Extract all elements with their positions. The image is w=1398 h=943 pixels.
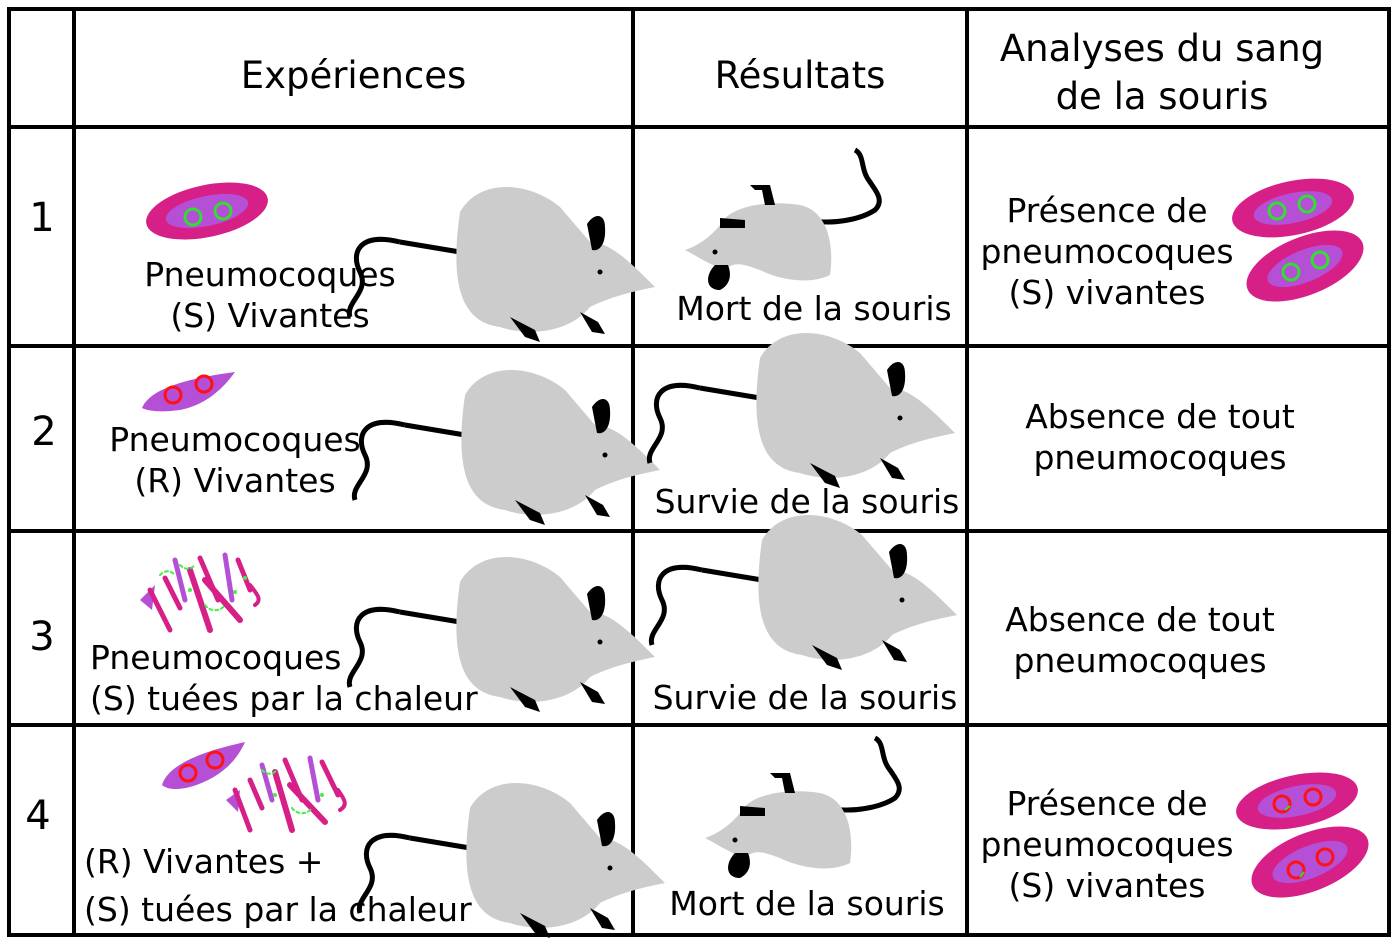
row3-result: Survie de la souris bbox=[652, 678, 958, 717]
row2-analysis-line2: pneumocoques bbox=[1033, 438, 1287, 477]
row-number-2: 2 bbox=[31, 409, 57, 455]
row4-experience-line2: (S) tuées par la chaleur bbox=[84, 890, 472, 929]
row3-analysis-line1: Absence de tout bbox=[1005, 600, 1275, 639]
row4-analysis-line3: (S) vivantes bbox=[1008, 866, 1206, 905]
row3-analysis-line2: pneumocoques bbox=[1013, 641, 1267, 680]
row2-experience-line1: Pneumocoques bbox=[109, 420, 361, 459]
row-number-1: 1 bbox=[29, 195, 55, 241]
row1-analysis-line1: Présence de bbox=[1006, 191, 1208, 230]
header-analyses-line1: Analyses du sang bbox=[999, 27, 1325, 70]
header-experiences: Expériences bbox=[240, 54, 467, 97]
row1-experience-line2: (S) Vivantes bbox=[170, 296, 370, 335]
row2-analysis-line1: Absence de tout bbox=[1025, 397, 1295, 436]
row3-experience-line1: Pneumocoques bbox=[90, 638, 342, 677]
row1-analysis-line2: pneumocoques bbox=[980, 232, 1234, 271]
row2-result: Survie de la souris bbox=[654, 482, 960, 521]
header-resultats: Résultats bbox=[714, 54, 886, 97]
row4-analysis-line2: pneumocoques bbox=[980, 825, 1234, 864]
row1-analysis-line3: (S) vivantes bbox=[1008, 273, 1206, 312]
row1-experience-line1: Pneumocoques bbox=[144, 255, 396, 294]
row1-result: Mort de la souris bbox=[676, 289, 952, 328]
row4-result: Mort de la souris bbox=[669, 884, 945, 923]
row4-experience-line1: (R) Vivantes + bbox=[84, 842, 324, 881]
row4-analysis-line1: Présence de bbox=[1006, 784, 1208, 823]
row-number-4: 4 bbox=[25, 793, 51, 839]
row-number-3: 3 bbox=[29, 614, 55, 660]
row2-experience-line2: (R) Vivantes bbox=[134, 461, 336, 500]
row3-experience-line2: (S) tuées par la chaleur bbox=[90, 679, 478, 718]
header-analyses-line2: de la souris bbox=[1055, 75, 1269, 118]
